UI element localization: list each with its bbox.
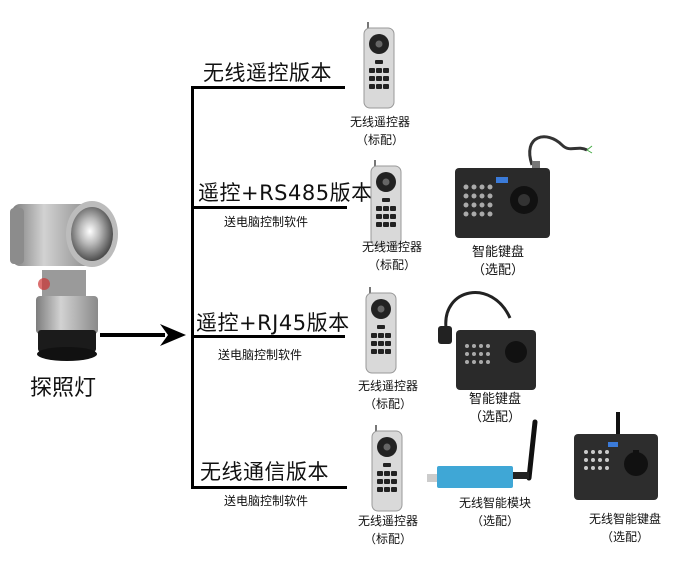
branch-line-4	[191, 486, 347, 489]
keyboard-controller-icon	[438, 291, 536, 390]
item-note: （标配）	[367, 258, 416, 272]
item-note: （标配）	[355, 133, 404, 147]
searchlight-label: 探照灯	[30, 376, 97, 401]
keyboard-caption-rs485: 智能键盘 （选配）	[458, 244, 538, 280]
item-name: 无线遥控器	[349, 115, 410, 129]
wireless-keyboard-icon	[574, 412, 658, 500]
item-note: （标配）	[363, 397, 412, 411]
item-name: 无线智能模块	[458, 496, 531, 510]
version-title-rj45: 遥控+RJ45版本	[196, 311, 350, 335]
branch-line-3	[191, 335, 345, 338]
remote-control-icon	[363, 22, 395, 109]
item-name: 无线遥控器	[357, 379, 418, 393]
arrow-right-icon	[100, 324, 186, 346]
item-name: 无线智能键盘	[588, 512, 661, 526]
remote-control-icon	[365, 287, 397, 374]
remote-caption-4: 无线遥控器 （标配）	[348, 512, 428, 548]
item-name: 无线遥控器	[357, 514, 418, 528]
keyboard-caption-rj45: 智能键盘 （选配）	[455, 391, 535, 427]
version-title-rs485: 遥控+RS485版本	[198, 181, 373, 205]
item-note: （选配）	[468, 410, 521, 425]
wireless-keyboard-caption: 无线智能键盘 （选配）	[575, 510, 675, 546]
item-name: 智能键盘	[468, 392, 521, 407]
wireless-module-icon	[427, 419, 538, 488]
remote-control-icon	[371, 425, 403, 512]
item-note: （选配）	[470, 514, 519, 528]
item-note: （标配）	[363, 532, 412, 546]
branch-line-1	[191, 86, 345, 89]
version-title-wireless-remote: 无线遥控版本	[203, 61, 332, 85]
remote-caption-2: 无线遥控器 （标配）	[352, 238, 432, 274]
version-title-wireless-comm: 无线通信版本	[200, 460, 329, 484]
remote-caption-3: 无线遥控器 （标配）	[348, 377, 428, 413]
item-note: （选配）	[471, 263, 524, 278]
remote-control-icon	[370, 160, 402, 247]
item-note: （选配）	[600, 530, 649, 544]
remote-caption-1: 无线遥控器 （标配）	[340, 113, 420, 149]
version-subtitle-wireless-comm: 送电脑控制软件	[224, 494, 309, 508]
wireless-module-caption: 无线智能模块 （选配）	[445, 494, 545, 530]
version-subtitle-rs485: 送电脑控制软件	[224, 215, 309, 229]
item-name: 智能键盘	[471, 245, 524, 260]
searchlight-icon	[10, 201, 118, 361]
branch-line-2	[191, 206, 347, 209]
keyboard-controller-icon	[455, 135, 593, 238]
item-name: 无线遥控器	[361, 240, 422, 254]
tree-trunk-line	[191, 86, 194, 489]
version-subtitle-rj45: 送电脑控制软件	[218, 348, 303, 362]
